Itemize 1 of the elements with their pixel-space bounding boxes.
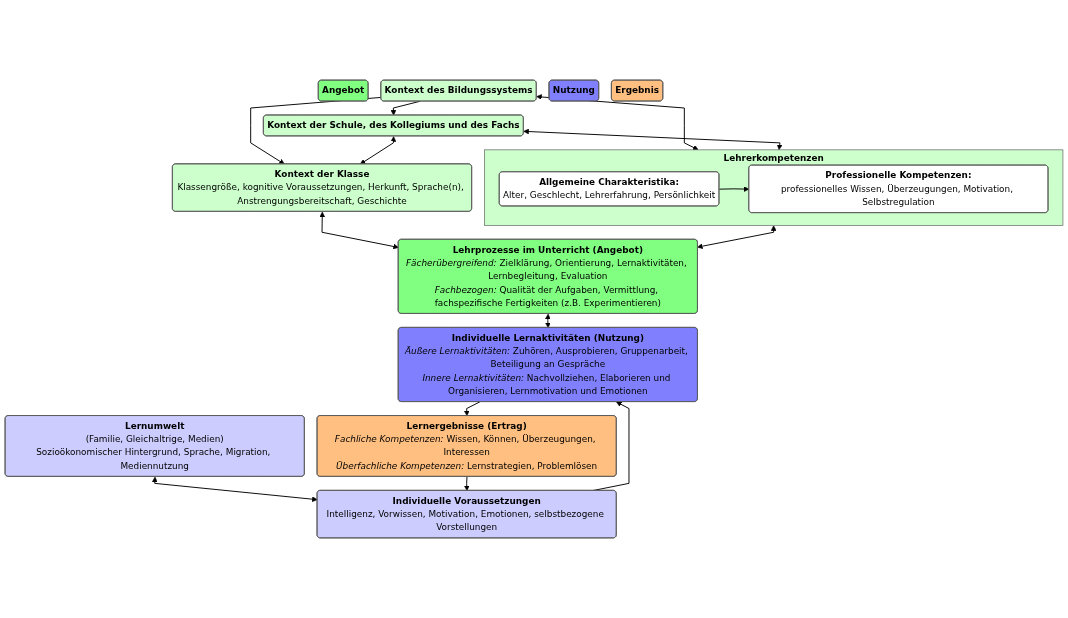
arrow	[545, 313, 551, 328]
